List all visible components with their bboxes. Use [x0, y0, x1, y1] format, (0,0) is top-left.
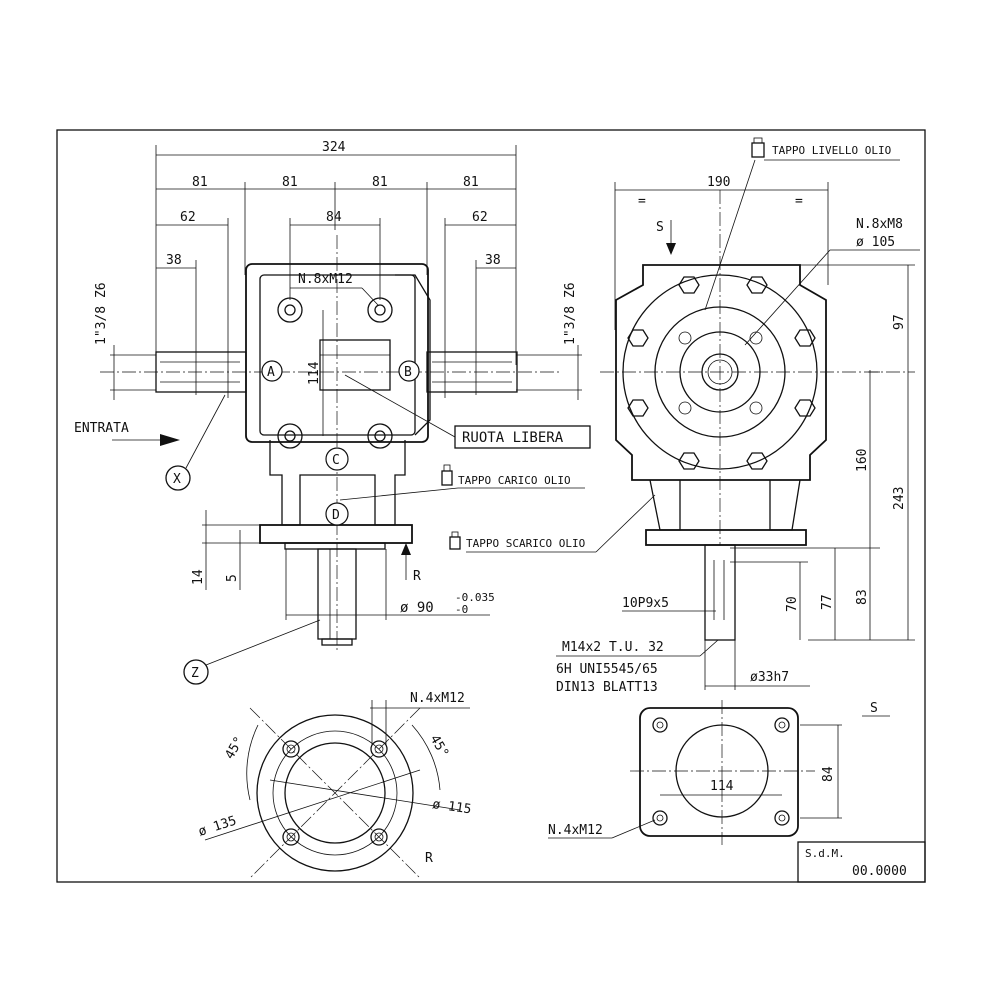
side-view: 190 = = TAPPO LIVELLO OLIO S [449, 137, 920, 695]
label-x: X [173, 472, 181, 487]
flange-r-bolts: N.4xM12 [410, 691, 465, 706]
label-c: C [332, 453, 340, 468]
dim-14: 14 [191, 569, 206, 585]
eq-right: = [795, 194, 803, 209]
angle-right: 45° [427, 733, 452, 761]
dia-105: ø 105 [856, 235, 895, 250]
flange-s-114: 114 [710, 779, 734, 794]
angle-left: 45° [222, 734, 247, 762]
tappo-scarico: TAPPO SCARICO OLIO [466, 537, 585, 550]
drawing-frame [56, 129, 926, 883]
dim-81-d: 81 [463, 175, 479, 190]
dim-190: 190 [707, 175, 730, 190]
label-a: A [267, 365, 275, 380]
label-s-side: S [656, 220, 664, 235]
label-d: D [332, 508, 340, 523]
side-bolts: N.8xM8 [856, 217, 903, 232]
tappo-carico: TAPPO CARICO OLIO [458, 474, 571, 487]
label-r-front: R [413, 569, 421, 584]
spline-right: 1"3/8 Z6 [563, 282, 578, 345]
dim-38-left: 38 [166, 253, 182, 268]
title-sdm: S.d.M. [805, 847, 845, 860]
dim-160: 160 [855, 449, 870, 472]
tol-lower: -0 [455, 603, 468, 616]
dia-115: ø 115 [431, 797, 472, 817]
dim-243: 243 [892, 487, 907, 510]
flange-s-bolts: N.4xM12 [548, 823, 603, 838]
front-view: 324 81 81 81 81 62 84 62 38 38 1"3/8 Z6 … [74, 140, 591, 685]
flange-r-view: 45° 45° N.4xM12 ø 135 ø 115 R [197, 691, 472, 879]
title-block: S.d.M. 00.0000 [797, 841, 926, 883]
flange-s-label: S [870, 701, 878, 716]
dim-62-left: 62 [180, 210, 196, 225]
label-b: B [404, 365, 412, 380]
dim-114-front: 114 [307, 361, 322, 385]
tol-upper: -0.035 [455, 591, 495, 604]
dim-81-a: 81 [192, 175, 208, 190]
dim-dia-90: ø 90 [400, 600, 434, 616]
flange-s-84: 84 [821, 766, 836, 782]
dim-97: 97 [892, 314, 907, 330]
std-note-1: 6H UNI5545/65 [556, 662, 658, 677]
tappo-livello: TAPPO LIVELLO OLIO [772, 144, 891, 157]
dia-33: ø33h7 [750, 670, 789, 685]
dim-83: 83 [855, 589, 870, 605]
dim-84: 84 [326, 210, 342, 225]
dim-5: 5 [225, 574, 240, 582]
ruota-libera: RUOTA LIBERA [462, 430, 564, 446]
title-code: 00.0000 [852, 864, 907, 879]
eq-left: = [638, 194, 646, 209]
dim-62-right: 62 [472, 210, 488, 225]
label-z: Z [191, 666, 199, 681]
dim-77: 77 [820, 594, 835, 610]
flange-r-label: R [425, 851, 433, 866]
spline-left: 1"3/8 Z6 [94, 282, 109, 345]
dim-81-b: 81 [282, 175, 298, 190]
dim-38-right: 38 [485, 253, 501, 268]
front-bolts: N.8xM12 [298, 272, 353, 287]
thread-note: M14x2 T.U. 32 [562, 640, 664, 655]
dim-70: 70 [785, 596, 800, 612]
std-note-2: DIN13 BLATT13 [556, 680, 658, 695]
dim-81-c: 81 [372, 175, 388, 190]
key-note: 10P9x5 [622, 596, 669, 611]
flange-s-view: S 114 84 N.4xM12 [548, 700, 890, 845]
entrata-label: ENTRATA [74, 421, 129, 436]
dim-overall: 324 [322, 140, 346, 155]
